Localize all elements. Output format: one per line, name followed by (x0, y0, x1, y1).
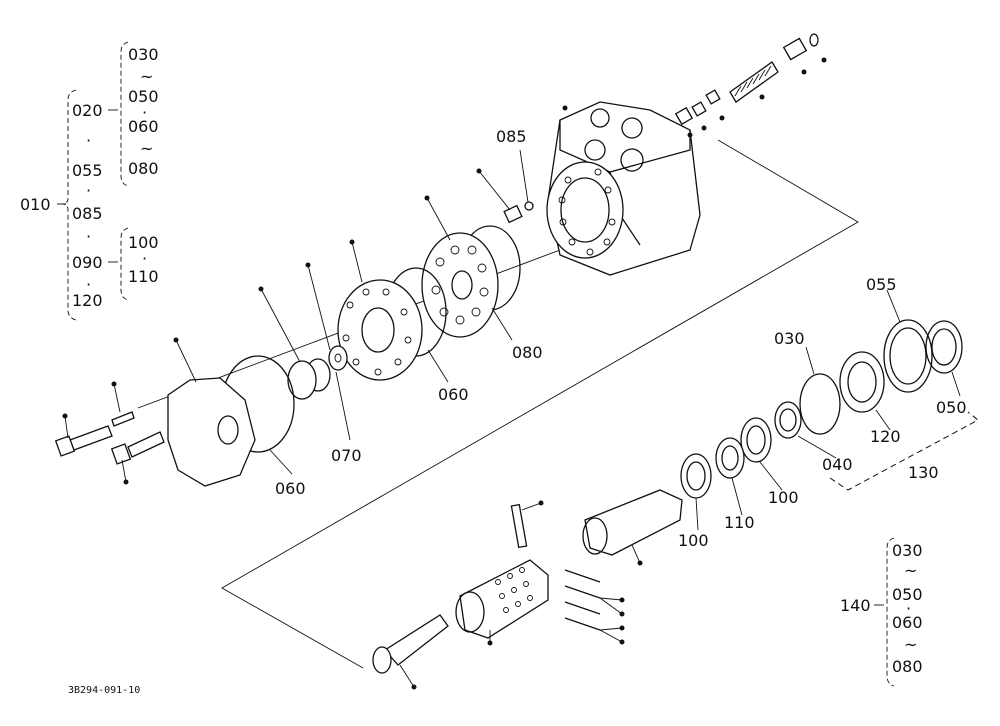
washer-070[interactable] (328, 345, 348, 371)
o-ring-030[interactable] (799, 373, 841, 435)
label-100-right[interactable]: 100 (768, 488, 799, 507)
group-010-bracket: 010 020 · 055 · 085 · 090 · 120 030 ~ 05… (20, 41, 159, 321)
group-140-bracket: 140 030 ~ 050 · 060 ~ 080 (840, 537, 923, 687)
seal-050[interactable] (925, 320, 963, 374)
dot-sep: · (142, 249, 147, 268)
bearing-110[interactable] (715, 437, 745, 479)
washer-100-right[interactable] (740, 417, 772, 463)
label-090[interactable]: 090 (72, 253, 103, 272)
bolt-upper[interactable] (54, 425, 113, 457)
cap-plug[interactable] (287, 358, 331, 400)
bracket-130 (829, 411, 979, 491)
dot-sep: · (86, 275, 91, 294)
dot-sep: · (86, 181, 91, 200)
tilde-sep: ~ (140, 139, 153, 158)
pin-small[interactable] (111, 411, 135, 427)
end-cap[interactable] (167, 377, 256, 487)
gerotor-ring[interactable] (337, 279, 423, 381)
drive-shaft[interactable] (372, 614, 449, 674)
label-050[interactable]: 050 (936, 398, 967, 417)
sleeve-upper[interactable] (582, 489, 683, 556)
dot-sep: · (86, 131, 91, 150)
dot-sep: · (86, 227, 91, 246)
label-055-group[interactable]: 055 (72, 161, 103, 180)
label-100-group[interactable]: 100 (128, 233, 159, 252)
reference-dots (62, 57, 827, 690)
label-040[interactable]: 040 (822, 455, 853, 474)
tilde-sep: ~ (140, 67, 153, 86)
label-030-group2[interactable]: 030 (892, 541, 923, 560)
label-120[interactable]: 120 (870, 427, 901, 446)
plug-085[interactable] (503, 201, 534, 224)
label-120-group[interactable]: 120 (72, 291, 103, 310)
seal-040[interactable] (774, 401, 802, 439)
dot-sep: · (142, 103, 147, 122)
label-030[interactable]: 030 (774, 329, 805, 348)
figure-code: 3B294-091-10 (68, 685, 140, 696)
label-080-group[interactable]: 080 (128, 159, 159, 178)
label-060-mid[interactable]: 060 (438, 385, 469, 404)
spool[interactable] (455, 559, 549, 639)
springs[interactable] (564, 569, 601, 631)
label-030-group[interactable]: 030 (128, 45, 159, 64)
relief-valve-parts[interactable] (674, 33, 819, 126)
washer-100-left[interactable] (680, 453, 712, 499)
bolt-lower[interactable] (110, 431, 165, 465)
pin-vertical[interactable] (510, 503, 528, 549)
label-140[interactable]: 140 (840, 596, 871, 615)
label-060-left[interactable]: 060 (275, 479, 306, 498)
label-100-left[interactable]: 100 (678, 531, 709, 550)
label-110-group[interactable]: 110 (128, 267, 159, 286)
callout-labels: 085 080 060 070 060 055 030 050 120 040 … (275, 127, 967, 550)
label-055[interactable]: 055 (866, 275, 897, 294)
tilde-sep: ~ (904, 561, 917, 580)
label-060-group2[interactable]: 060 (892, 613, 923, 632)
label-050-group[interactable]: 050 (128, 87, 159, 106)
label-085-group[interactable]: 085 (72, 204, 103, 223)
label-010[interactable]: 010 (20, 195, 51, 214)
label-110[interactable]: 110 (724, 513, 755, 532)
label-050-group2[interactable]: 050 (892, 585, 923, 604)
housing-body[interactable] (546, 101, 701, 276)
label-080-group2[interactable]: 080 (892, 657, 923, 676)
ring-055[interactable] (883, 319, 933, 393)
tilde-sep: ~ (904, 635, 917, 654)
bushing-120[interactable] (839, 351, 885, 413)
label-020[interactable]: 020 (72, 101, 103, 120)
label-130[interactable]: 130 (908, 463, 939, 482)
plate[interactable] (421, 232, 499, 338)
dot-sep: · (906, 599, 911, 618)
label-080[interactable]: 080 (512, 343, 543, 362)
leader-lines (64, 149, 961, 688)
label-085[interactable]: 085 (496, 127, 527, 146)
label-070[interactable]: 070 (331, 446, 362, 465)
label-060-group[interactable]: 060 (128, 117, 159, 136)
